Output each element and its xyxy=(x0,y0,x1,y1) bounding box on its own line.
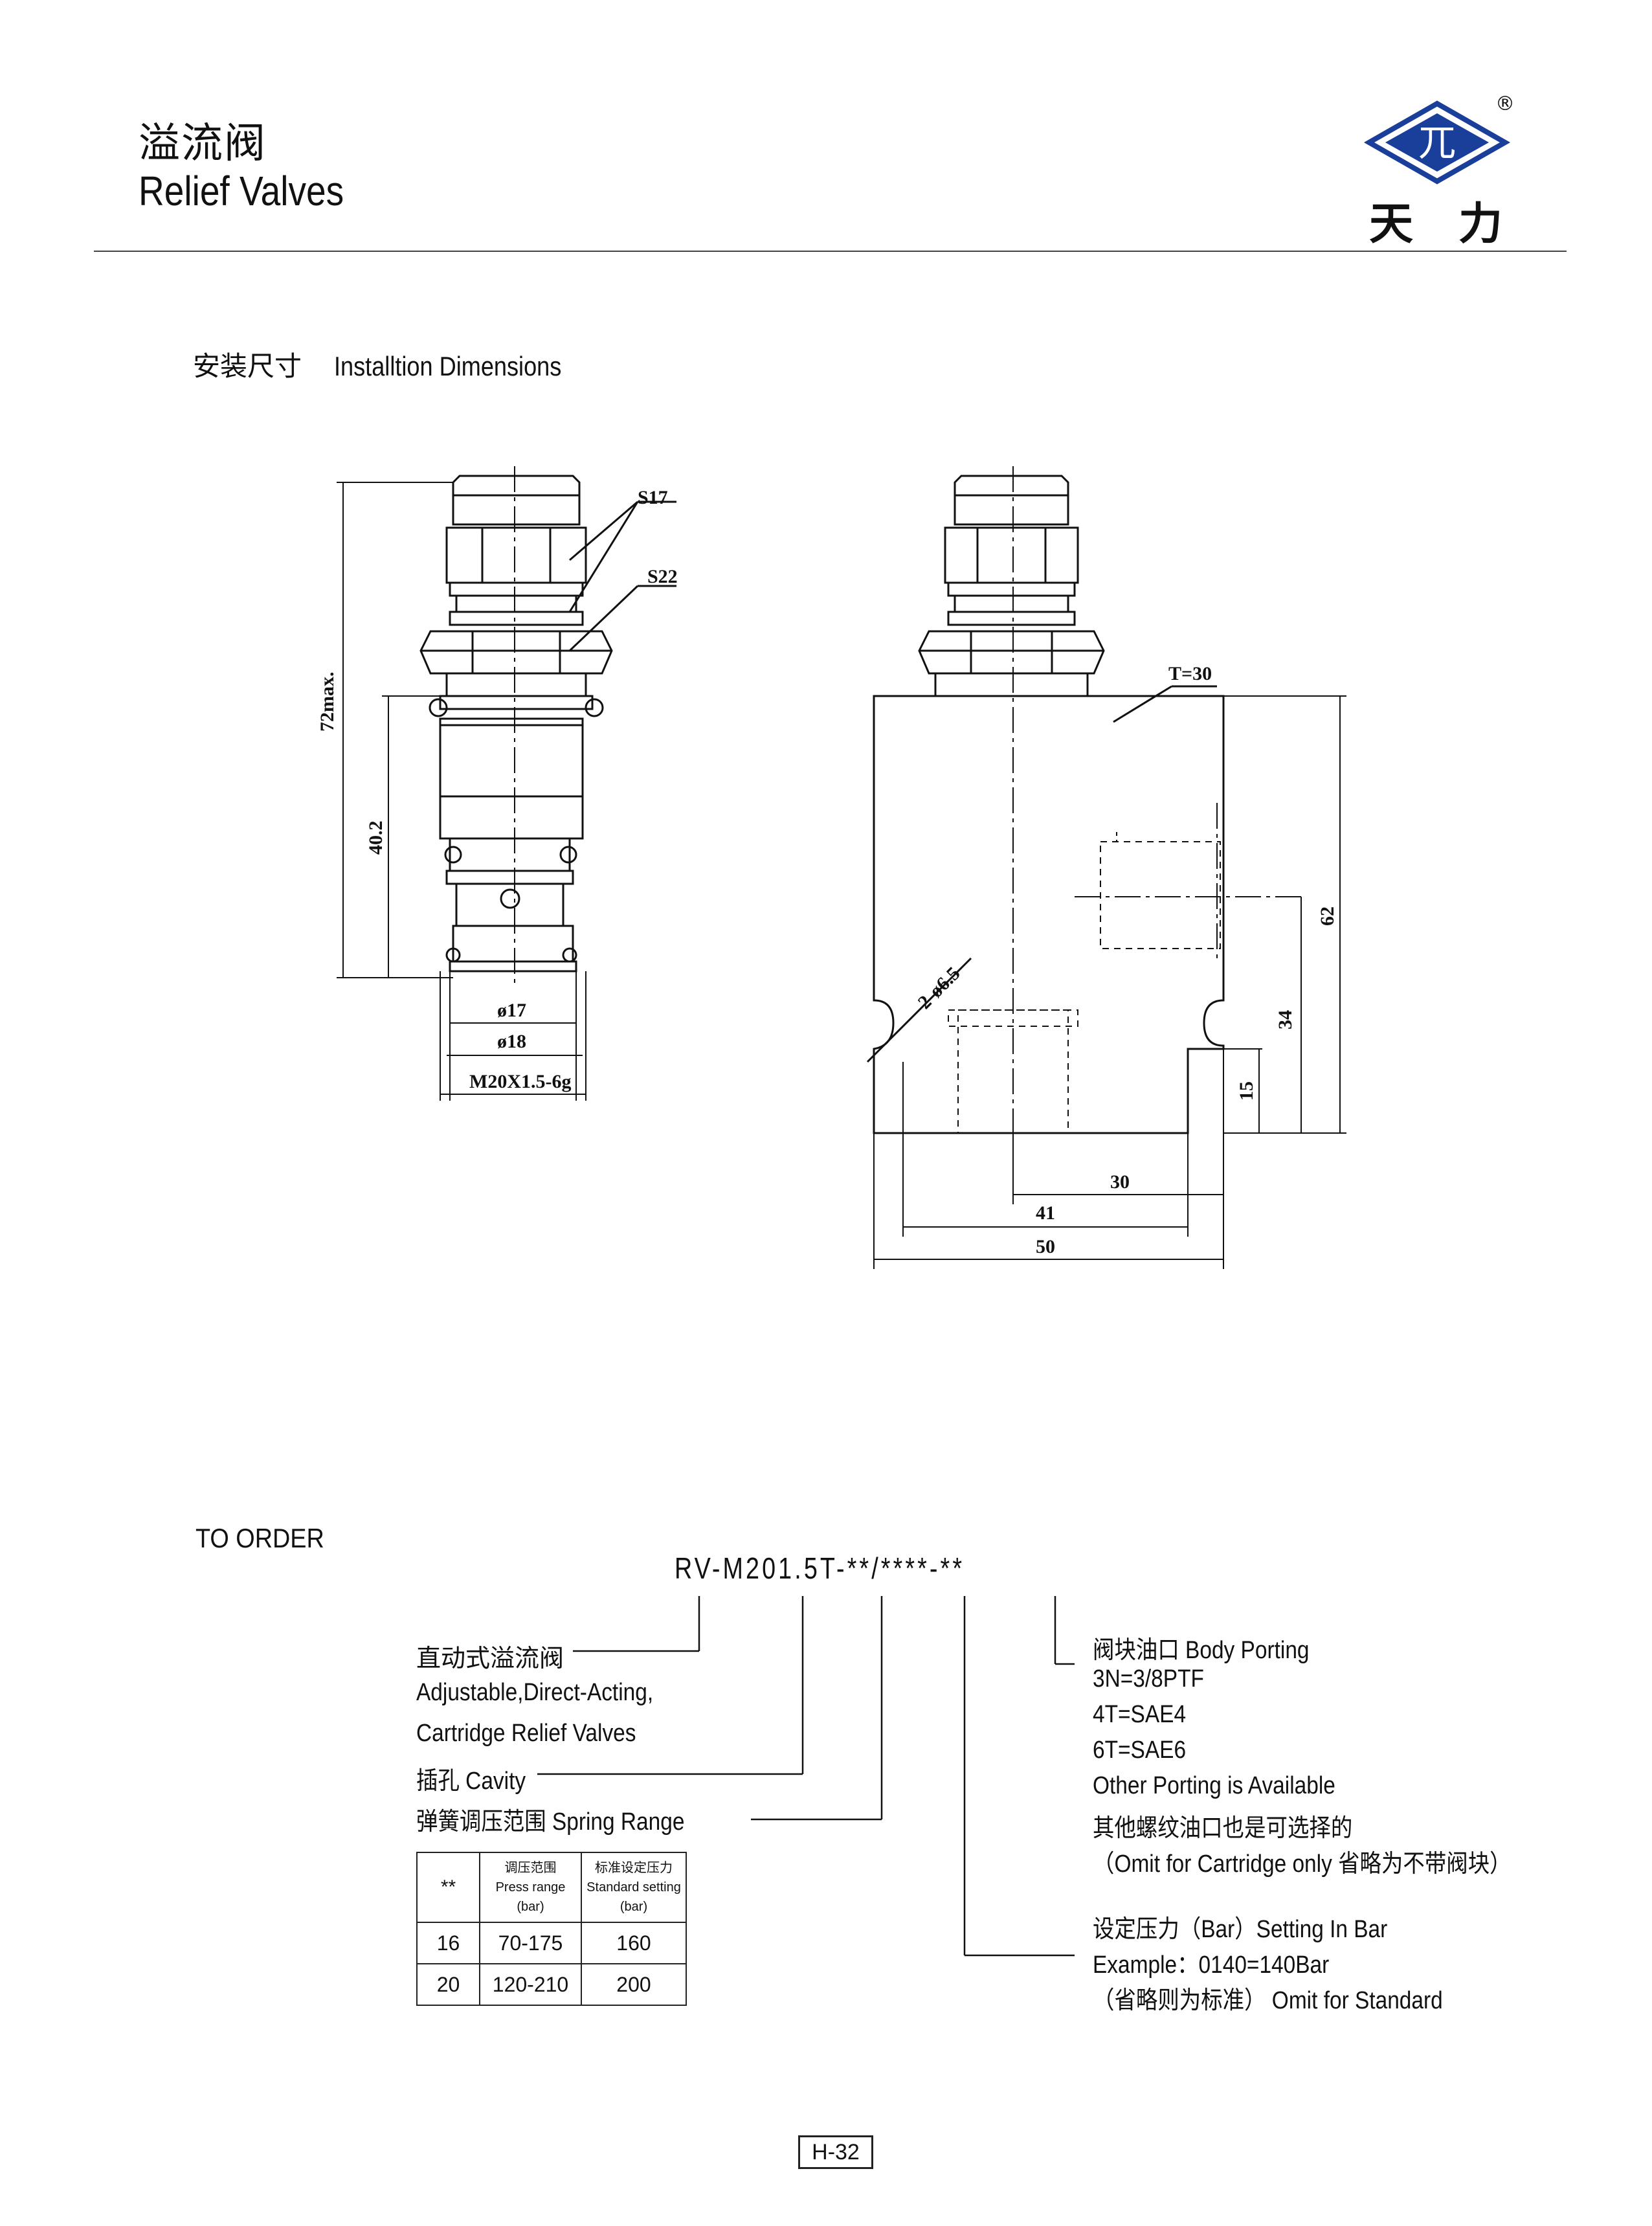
table-cell-std: 160 xyxy=(581,1922,687,1964)
dim-thread: M20X1.5-6g xyxy=(469,1071,571,1092)
table-cell-std: 200 xyxy=(581,1963,687,2006)
dim-15: 15 xyxy=(1236,1081,1257,1101)
port-other-en: Other Porting is Available xyxy=(1093,1772,1335,1799)
to-order-heading: TO ORDER xyxy=(195,1523,324,1553)
header-divider xyxy=(94,251,1567,252)
setting-example: Example：0140=140Bar xyxy=(1093,1951,1330,1979)
brand-name: 天力 xyxy=(1369,198,1548,250)
page-title-cn: 溢流阀 xyxy=(139,120,267,166)
dim-34: 34 xyxy=(1275,1010,1296,1029)
dim-40-2: 40.2 xyxy=(365,821,386,855)
logo-glyph: 兀 xyxy=(1418,120,1456,164)
table-cell-range: 70-175 xyxy=(479,1922,582,1964)
dim-s17: S17 xyxy=(638,487,668,508)
spring-label: 弹簧调压范围 Spring Range xyxy=(416,1808,685,1836)
desc-cn: 直动式溢流阀 xyxy=(416,1645,564,1672)
section-title-cn: 安装尺寸 xyxy=(193,351,302,381)
page-title-en: Relief Valves xyxy=(139,168,344,214)
table-header-code: ** xyxy=(416,1852,480,1923)
table-cell-range: 120-210 xyxy=(479,1963,582,2006)
table-cell-code: 20 xyxy=(416,1963,480,2006)
dim-thickness: T=30 xyxy=(1168,663,1212,684)
dim-41: 41 xyxy=(1036,1202,1055,1224)
port-option-4t: 4T=SAE4 xyxy=(1093,1701,1187,1728)
cartridge-view: S17 S22 72max. 40.2 ø17 ø18 M20X1.5-6g xyxy=(317,466,678,1101)
dim-72max: 72max. xyxy=(317,672,338,732)
port-option-6t: 6T=SAE6 xyxy=(1093,1737,1187,1764)
body-view: T=30 2-ø6.5 62 34 15 30 41 50 xyxy=(866,466,1346,1269)
dim-30: 30 xyxy=(1110,1171,1130,1193)
dim-50: 50 xyxy=(1036,1236,1055,1257)
port-other-cn: 其他螺纹油口也是可选择的 xyxy=(1093,1815,1353,1842)
page-number: H-32 xyxy=(798,2135,873,2169)
setting-omit-note: （省略则为标准） Omit for Standard xyxy=(1093,1987,1443,2014)
desc-en-2: Cartridge Relief Valves xyxy=(416,1720,636,1747)
port-omit-note: （Omit for Cartridge only 省略为不带阀块） xyxy=(1093,1850,1512,1878)
desc-en-1: Adjustable,Direct-Acting, xyxy=(416,1679,654,1706)
brand-logo-icon: 兀 ® xyxy=(1363,93,1515,185)
registered-mark: ® xyxy=(1495,93,1515,115)
cavity-label: 插孔 Cavity xyxy=(416,1768,526,1795)
dim-d18: ø18 xyxy=(497,1031,526,1052)
section-title-en: Installtion Dimensions xyxy=(334,351,562,381)
setting-label: 设定压力（Bar）Setting In Bar xyxy=(1093,1916,1388,1943)
section-title: 安装尺寸 Installtion Dimensions xyxy=(193,344,599,384)
body-porting-label: 阀块油口 Body Porting xyxy=(1093,1637,1310,1664)
table-row: 20 120-210 200 xyxy=(416,1963,687,2006)
table-row: 16 70-175 160 xyxy=(416,1922,687,1964)
model-code: RV-M201.5T-**/****-** xyxy=(675,1551,965,1585)
dim-s22: S22 xyxy=(647,566,678,587)
table-cell-code: 16 xyxy=(416,1922,480,1964)
dim-62: 62 xyxy=(1317,906,1338,926)
port-option-3n: 3N=3/8PTF xyxy=(1093,1665,1204,1692)
dim-hole: 2-ø6.5 xyxy=(914,963,965,1013)
dim-d17: ø17 xyxy=(497,1000,526,1021)
order-leaders xyxy=(537,1596,1075,1957)
